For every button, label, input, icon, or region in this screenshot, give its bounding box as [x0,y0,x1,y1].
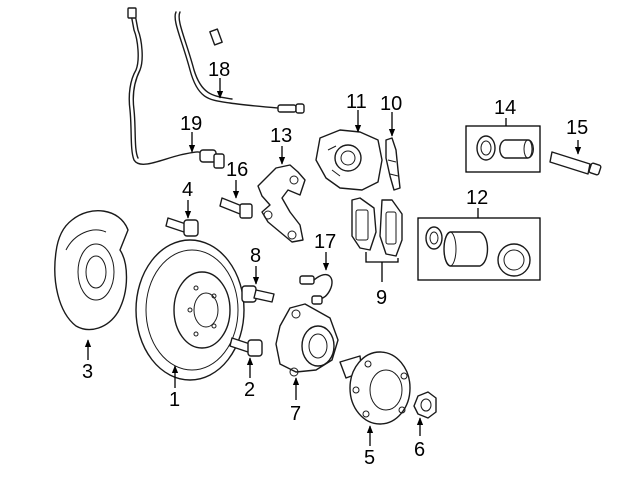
part-1-brake-rotor [135,239,245,381]
callout-6: 6 [414,439,425,461]
callout-18: 18 [208,59,230,81]
callout-4: 4 [182,179,193,201]
part-5-wheel-hub [339,351,411,425]
callout-13: 13 [270,125,292,147]
part-13-caliper-bracket [257,164,306,243]
callout-12: 12 [466,187,488,209]
callout-8: 8 [250,245,261,267]
part-10-pad-clip [385,137,401,191]
callout-9: 9 [376,287,387,309]
callout-16: 16 [226,159,248,181]
callout-7: 7 [290,403,301,425]
part-15-guide-pin [549,151,602,176]
callout-19: 19 [180,113,202,135]
callout-1: 1 [169,389,180,411]
part-3-dust-shield [54,210,129,331]
part-16-bolt [219,197,253,219]
callout-10: 10 [380,93,402,115]
callout-2: 2 [244,379,255,401]
part-2-bolt [229,337,263,357]
callout-15: 15 [566,117,588,139]
callout-14: 14 [494,97,516,119]
part-7-bearing-housing [275,303,339,377]
part-14-seal-kit [465,125,541,173]
part-6-axle-nut [413,391,437,419]
callout-3: 3 [82,361,93,383]
callouts: 1 2 3 4 5 6 7 8 9 10 11 12 13 14 15 16 1… [82,59,588,469]
part-9-brake-pads [351,197,403,282]
part-11-caliper [315,129,383,191]
part-18-brake-line [174,11,305,114]
part-12-piston-kit [417,217,541,281]
callout-11: 11 [346,91,367,113]
callout-5: 5 [364,447,375,469]
part-8-bolt [241,285,275,303]
callout-17: 17 [314,231,336,253]
part-19-brake-hose [127,7,225,169]
part-17-wear-sensor [299,274,333,305]
part-4-bolt [165,217,199,237]
